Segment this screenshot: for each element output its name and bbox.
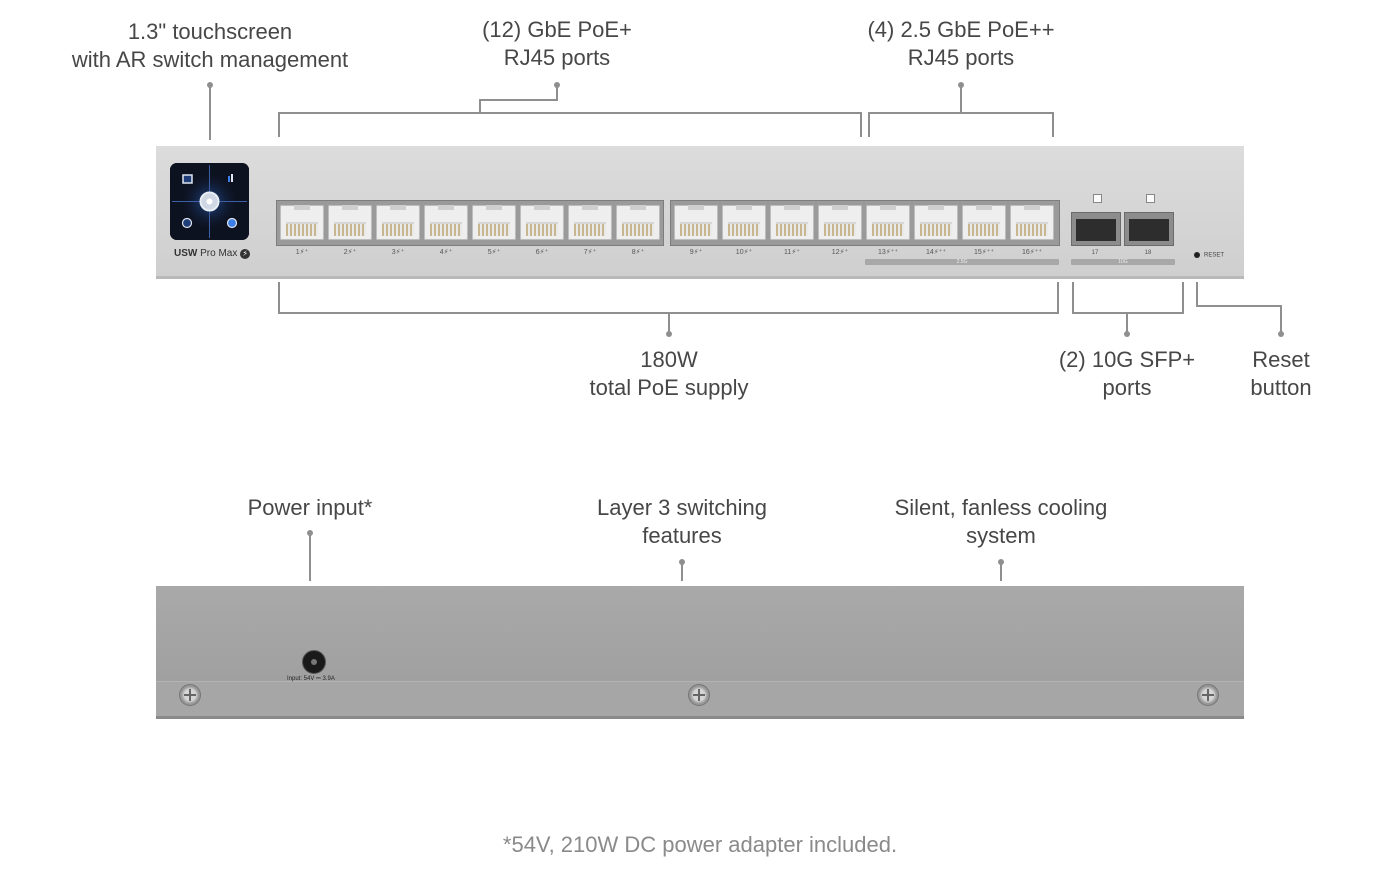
port-label: 11⚡⁺ [784,249,800,256]
brand-label: USW Pro Max ⚡ [174,248,251,259]
rj45-port-8[interactable] [616,205,660,240]
port-label: 5⚡⁺ [487,249,501,256]
screw-icon [179,684,201,706]
port-label: 8⚡⁺ [631,249,645,256]
port-label: 10⚡⁺ [735,249,753,256]
rj45-port-1[interactable] [280,205,324,240]
sfp-port-18[interactable] [1124,212,1174,246]
rj45-port-10[interactable] [722,205,766,240]
callout-reset-button: Reset button [1250,347,1312,400]
port-group-1-8 [276,200,664,246]
callout-sfp-ports: (2) 10G SFP+ ports [1058,347,1196,400]
dc-power-jack[interactable] [302,650,326,674]
rj45-port-3[interactable] [376,205,420,240]
rj45-port-14[interactable] [914,205,958,240]
footnote: *54V, 210W DC power adapter included. [502,832,898,857]
rj45-port-7[interactable] [568,205,612,240]
callout-power-input: Power input* [247,495,373,520]
port-label: 1⚡⁺ [295,249,309,256]
power-rating-label: Input: 54V ⎓ 3.9A [287,676,335,682]
port-label: 14⚡⁺⁺ [925,249,947,256]
port-label: 4⚡⁺ [439,249,453,256]
callout-gbe-ports: (12) GbE PoE+ RJ45 ports [482,17,632,70]
port-label: 6⚡⁺ [535,249,549,256]
reset-button[interactable]: RESET [1194,252,1224,259]
sfp-label: 18 [1144,250,1152,256]
callout-layer3: Layer 3 switching features [597,495,767,548]
port-label: 13⚡⁺⁺ [877,249,899,256]
port-label: 15⚡⁺⁺ [973,249,995,256]
rj45-port-15[interactable] [962,205,1006,240]
rj45-port-4[interactable] [424,205,468,240]
switch-front-panel: USW Pro Max ⚡ 1⚡⁺ 2⚡⁺ 3⚡⁺ 4⚡⁺ 5⚡⁺ 6⚡⁺ 7⚡… [156,146,1244,279]
port-label: 9⚡⁺ [689,249,703,256]
sfp-led-17 [1093,194,1102,203]
rj45-port-16[interactable] [1010,205,1054,240]
rj45-port-13[interactable] [866,205,910,240]
port-group-9-16 [670,200,1060,246]
sfp-led-18 [1146,194,1155,203]
callout-touchscreen: 1.3" touchscreen with AR switch manageme… [71,19,349,72]
speed-bar-25g: 2.5G [865,259,1059,265]
callout-poe-supply: 180W total PoE supply [589,347,749,400]
screw-icon [688,684,710,706]
port-label: 16⚡⁺⁺ [1021,249,1043,256]
switch-back-panel: Input: 54V ⎓ 3.9A [156,586,1244,719]
port-label: 7⚡⁺ [583,249,597,256]
touchscreen-display [170,163,249,240]
reset-hole-icon [1194,252,1200,258]
callout-25g-ports: (4) 2.5 GbE PoE++ RJ45 ports [867,17,1055,70]
speed-bar-10g: 10G [1071,259,1175,265]
sfp-port-17[interactable] [1071,212,1121,246]
screw-icon [1197,684,1219,706]
sfp-label: 17 [1091,250,1099,256]
callout-cooling: Silent, fanless cooling system [894,495,1108,548]
port-label: 2⚡⁺ [343,249,357,256]
rj45-port-12[interactable] [818,205,862,240]
port-label: 12⚡⁺ [831,249,849,256]
rj45-port-5[interactable] [472,205,516,240]
rj45-port-2[interactable] [328,205,372,240]
rj45-port-9[interactable] [674,205,718,240]
rj45-port-6[interactable] [520,205,564,240]
rj45-port-11[interactable] [770,205,814,240]
port-label: 3⚡⁺ [391,249,405,256]
